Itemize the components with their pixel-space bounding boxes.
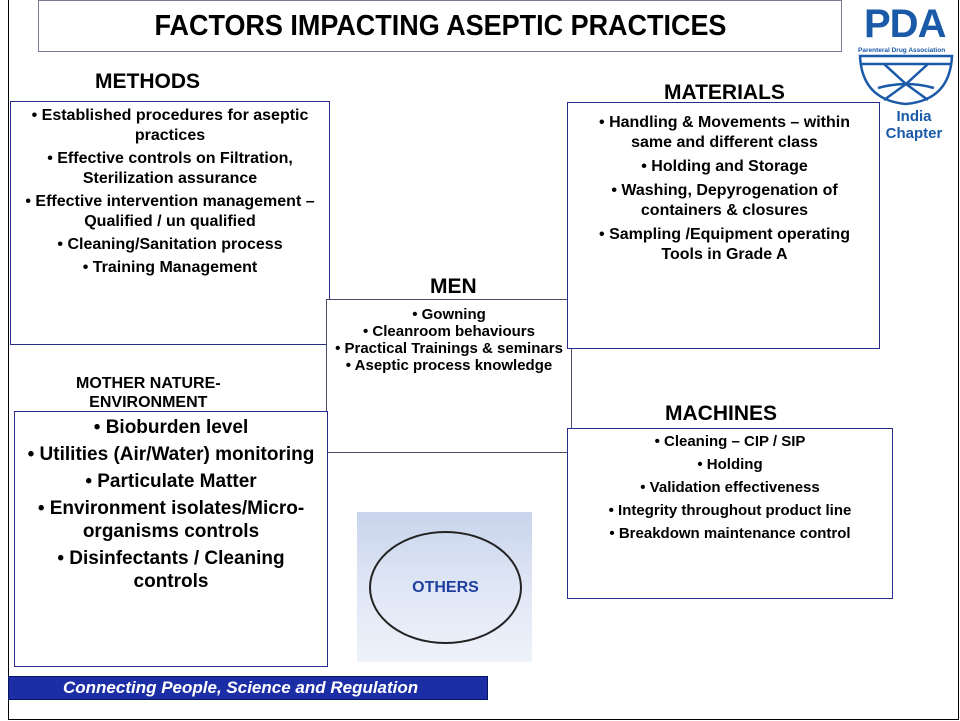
logo-chapter-line2: Chapter xyxy=(885,125,943,142)
slide-title: FACTORS IMPACTING ASEPTIC PRACTICES xyxy=(154,9,726,42)
materials-heading: MATERIALS xyxy=(664,81,785,104)
list-item: • Cleanroom behaviours xyxy=(363,323,535,340)
logo-subtitle: Parenteral Drug Association xyxy=(858,47,946,54)
list-item: • Sampling /Equipment operating Tools in… xyxy=(599,226,850,263)
list-item: • Cleaning/Sanitation process xyxy=(57,236,283,253)
list-item: • Training Management xyxy=(82,259,258,276)
list-item: • Effective controls on Filtration, Ster… xyxy=(47,150,293,187)
mother-nature-box: • Bioburden level • Utilities (Air/Water… xyxy=(14,411,328,667)
list-item: • Bioburden level xyxy=(93,417,249,438)
tagline-bar: Connecting People, Science and Regulatio… xyxy=(8,676,488,700)
list-item: • Environment isolates/Micro-organisms c… xyxy=(37,498,305,542)
slide-frame xyxy=(8,0,959,720)
pda-logo: PDA Parenteral Drug Association India Ch… xyxy=(852,2,960,152)
mother-nature-heading-line1: MOTHER NATURE- xyxy=(76,375,221,392)
others-panel: OTHERS xyxy=(357,512,532,662)
list-item: • Integrity throughout product line xyxy=(608,502,852,519)
machines-heading: MACHINES xyxy=(665,402,778,425)
mother-nature-heading-line2: ENVIRONMENT xyxy=(89,394,208,411)
others-label: OTHERS xyxy=(412,578,479,596)
men-box: • Gowning • Cleanroom behaviours • Pract… xyxy=(326,299,572,453)
list-item: • Particulate Matter xyxy=(85,471,257,492)
mother-nature-heading: MOTHER NATURE- ENVIRONMENT xyxy=(76,374,221,412)
list-item: • Cleaning – CIP / SIP xyxy=(654,433,806,450)
globe-icon xyxy=(858,54,954,106)
others-ellipse: OTHERS xyxy=(369,531,522,644)
list-item: • Disinfectants / Cleaning controls xyxy=(57,548,285,592)
list-item: • Utilities (Air/Water) monitoring xyxy=(27,444,315,465)
logo-chapter-line1: India xyxy=(896,108,932,125)
methods-heading: METHODS xyxy=(95,70,200,93)
methods-box: • Established procedures for aseptic pra… xyxy=(10,101,330,345)
list-item: • Established procedures for aseptic pra… xyxy=(31,107,309,144)
list-item: • Holding and Storage xyxy=(641,158,808,175)
list-item: • Washing, Depyrogenation of containers … xyxy=(611,182,838,219)
logo-brand: PDA xyxy=(864,2,946,46)
machines-box: • Cleaning – CIP / SIP • Holding • Valid… xyxy=(567,428,893,599)
list-item: • Breakdown maintenance control xyxy=(609,525,851,542)
men-heading: MEN xyxy=(430,275,477,298)
list-item: • Holding xyxy=(697,456,763,473)
list-item: • Practical Trainings & seminars xyxy=(335,340,563,357)
title-box: FACTORS IMPACTING ASEPTIC PRACTICES xyxy=(38,0,842,52)
list-item: • Handling & Movements – within same and… xyxy=(599,114,850,151)
list-item: • Validation effectiveness xyxy=(640,479,820,496)
list-item: • Gowning xyxy=(412,306,486,323)
logo-chapter: India Chapter xyxy=(874,108,954,142)
list-item: • Effective intervention management – Qu… xyxy=(25,193,315,230)
materials-box: • Handling & Movements – within same and… xyxy=(567,102,880,349)
list-item: • Aseptic process knowledge xyxy=(345,357,553,374)
